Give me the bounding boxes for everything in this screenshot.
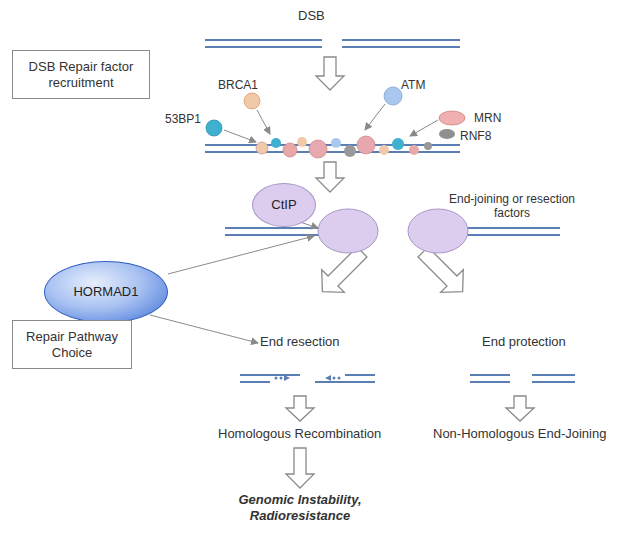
node-text: Repair Pathway Choice — [21, 329, 123, 360]
pathway-step: End resection — [260, 334, 340, 350]
factor-cluster — [256, 136, 432, 158]
pathway-name: Homologous Recombination — [218, 426, 381, 442]
dna-ends — [225, 228, 560, 235]
pathway-step: End protection — [482, 334, 566, 350]
break-label: DSB — [298, 8, 325, 24]
factor-circle: CtIP — [252, 183, 316, 227]
node-text: HORMAD1 — [73, 284, 138, 300]
factor-name: RNF8 — [460, 129, 491, 143]
repair-factors — [206, 87, 465, 139]
outcome-label: Genomic Instability, Radioresistance — [215, 492, 385, 523]
hormad1-ellipse: HORMAD1 — [44, 261, 168, 323]
dna-break — [205, 40, 460, 47]
leader-arrows — [150, 222, 318, 343]
factor-name: ATM — [401, 78, 425, 92]
dna-protected — [470, 375, 575, 382]
stage-box: DSB Repair factor recruitment — [12, 50, 150, 99]
node-text: DSB Repair factor recruitment — [21, 59, 141, 90]
factor-name: MRN — [474, 111, 501, 125]
node-text: CtIP — [271, 197, 296, 213]
factor-name: BRCA1 — [218, 78, 258, 92]
recruit-arrows — [224, 104, 438, 142]
block-arrows — [286, 57, 534, 488]
pathway-name: Non-Homologous End-Joining — [433, 426, 606, 442]
dna-resection — [240, 375, 375, 382]
factor-name: 53BP1 — [165, 112, 201, 126]
end-factors — [318, 209, 468, 253]
factor-note: End-joining or resection factors — [447, 192, 577, 221]
resection-dots — [275, 375, 341, 381]
stage-box: Repair Pathway Choice — [12, 320, 132, 369]
